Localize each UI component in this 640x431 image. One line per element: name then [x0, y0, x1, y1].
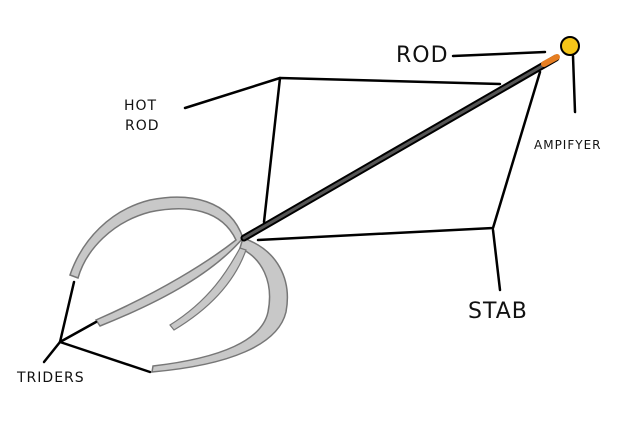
- label-triders: TRIDERS: [16, 370, 85, 386]
- middle-prong: [169, 247, 247, 331]
- label-stab: STAB: [468, 299, 528, 324]
- rod-tip: [541, 54, 560, 67]
- label-ampifyer: AMPIFYER: [534, 138, 602, 152]
- label-hot-rod-line2: ROD: [125, 118, 160, 134]
- leader-lines: [42, 50, 577, 374]
- yellow-orb-icon: [560, 36, 580, 56]
- label-rod: ROD: [396, 43, 449, 68]
- right-prong: [151, 237, 289, 373]
- label-hot-rod-line1: HOT: [124, 98, 157, 114]
- trident-weapon-icon: [69, 196, 289, 373]
- left-prong: [69, 196, 244, 327]
- rod-shaft: [240, 54, 560, 242]
